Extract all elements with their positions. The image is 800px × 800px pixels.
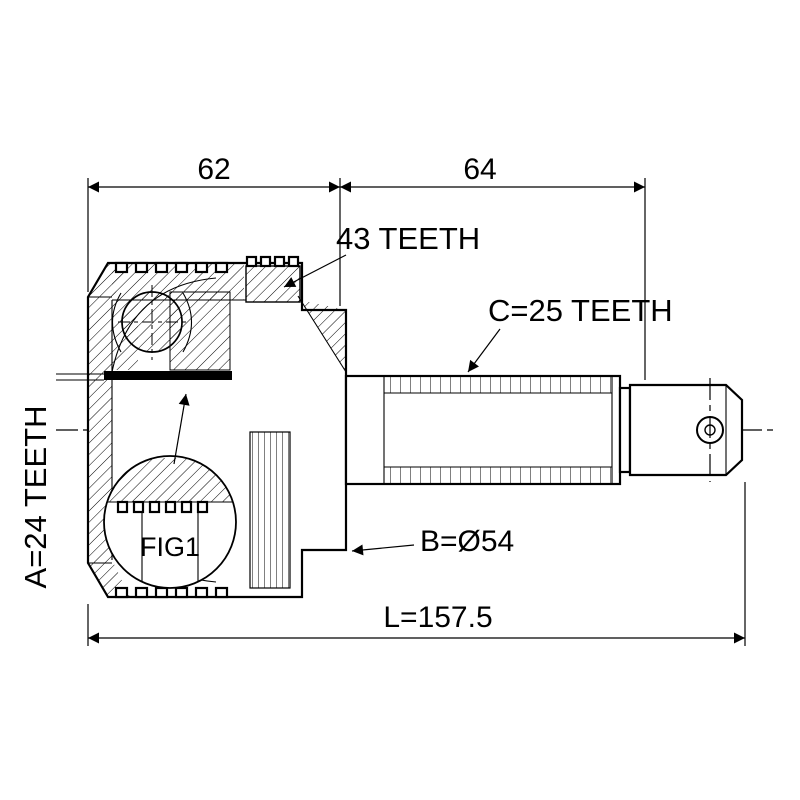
- shaft-diameter-text: B=Ø54: [420, 525, 514, 558]
- spline-ticks-bottom: [384, 467, 612, 483]
- abs-tone-ring: [245, 255, 301, 589]
- shaft: [344, 374, 744, 486]
- cage-arc-left: [112, 292, 122, 353]
- dimension-total-length: L=157.5: [87, 482, 746, 646]
- snap-ring-groove: [618, 386, 632, 474]
- shaft-end: [628, 383, 744, 477]
- abs-ring-teeth-text: 43 TEETH: [336, 221, 480, 256]
- label-abs-ring-teeth: 43 TEETH: [283, 221, 480, 288]
- dimension-housing-width: 62 64: [87, 153, 646, 380]
- fig1-detail: FIG1: [103, 393, 237, 589]
- total-length-text: L=157.5: [383, 601, 492, 634]
- inner-spline-band: [104, 371, 232, 380]
- figure-ref-label: FIG1: [140, 532, 200, 562]
- shaft-body: [344, 374, 622, 486]
- dim-text-62: 62: [197, 153, 230, 186]
- ring-teeth-profile: [245, 255, 300, 268]
- shaft-diameter-leader: [351, 544, 415, 556]
- inner-spline-teeth-text: A=24 TEETH: [18, 406, 53, 589]
- ring-section-hatch: [245, 265, 301, 303]
- label-outer-spline-teeth: C=25 TEETH: [467, 293, 673, 373]
- label-shaft-diameter: B=Ø54: [351, 525, 514, 558]
- ring-side-view-stripes: [249, 431, 291, 589]
- cage-arc-right: [182, 292, 192, 353]
- slope-edge-line: [297, 295, 347, 373]
- spline-ticks-top: [384, 377, 612, 393]
- dim-text-64: 64: [463, 153, 496, 186]
- left-wall-hatch: [88, 263, 130, 597]
- abs-ring-leader: [283, 254, 347, 288]
- outer-spline-leader: [467, 328, 501, 373]
- boot-grooves-top: [114, 261, 229, 274]
- outer-spline-teeth-text: C=25 TEETH: [488, 293, 673, 328]
- joint-internals: [56, 285, 232, 381]
- fig1-leader-arrow: [173, 393, 190, 465]
